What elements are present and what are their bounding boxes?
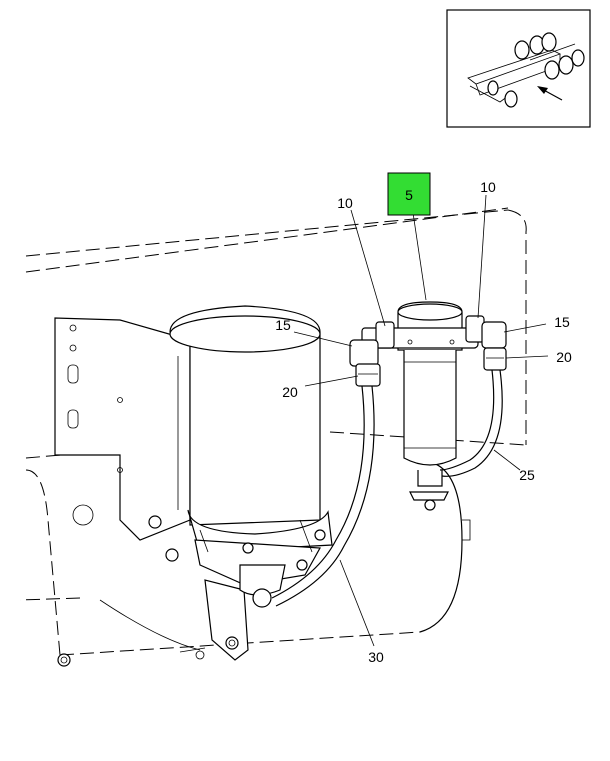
air-dryer — [148, 305, 333, 608]
locator-inset — [446, 9, 591, 128]
callout-part-15-right: 15 — [554, 314, 570, 330]
oil-separator-filter — [371, 301, 479, 511]
callout-part-30: 30 — [368, 649, 384, 665]
callout-part-20-left: 20 — [282, 384, 298, 400]
vehicle-chassis-locator-icon — [467, 32, 585, 108]
mounting-bracket — [54, 317, 249, 667]
callout-part-5: 5 — [405, 187, 413, 203]
arrow-icon — [537, 86, 563, 101]
leader-lines — [293, 194, 549, 647]
hoses — [271, 369, 503, 607]
callout-part-10-right: 10 — [480, 179, 496, 195]
callout-part-25: 25 — [519, 467, 535, 483]
callout-part-10-left: 10 — [337, 195, 353, 211]
callout-part-20-right: 20 — [556, 349, 572, 365]
callout-part-15-left: 15 — [275, 317, 291, 333]
air-tank — [25, 461, 471, 656]
fittings — [349, 315, 507, 387]
highlight-box — [387, 172, 431, 216]
